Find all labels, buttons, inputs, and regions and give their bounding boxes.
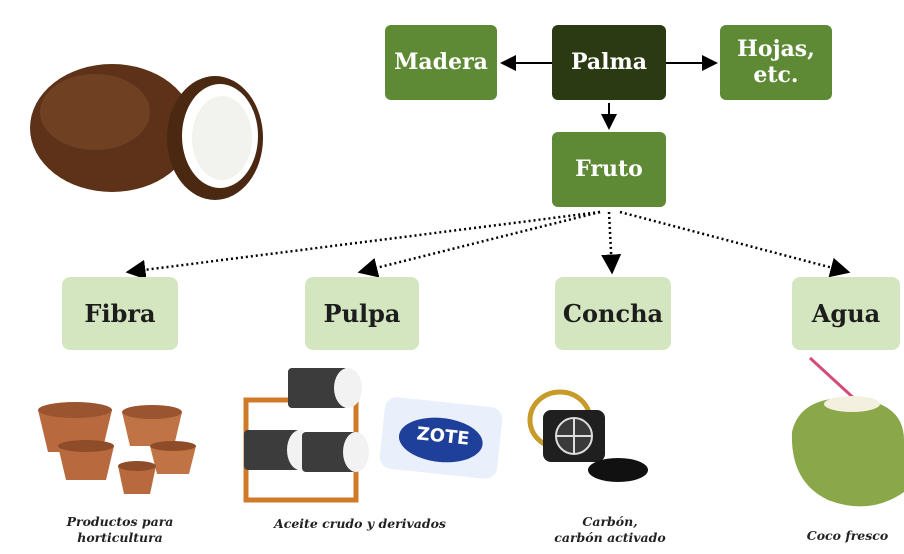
pots-image — [38, 402, 196, 494]
fresh-coconut-image — [791, 356, 904, 507]
dotted-arrow-agua — [619, 210, 851, 278]
caption-fibra: Productos para horticultura — [66, 514, 174, 546]
dotted-arrow-concha — [601, 211, 622, 275]
caption-concha: Carbón, carbón activado — [554, 514, 666, 546]
hojas-box: Hojas, etc. — [720, 25, 832, 100]
pulpa-box: Pulpa — [305, 277, 419, 350]
dotted-arrow-pulpa — [357, 210, 601, 278]
concha-box: Concha — [555, 277, 671, 350]
mask-charcoal-image — [527, 389, 648, 482]
palma-box: Palma — [552, 25, 666, 100]
fibra-box: Fibra — [62, 277, 178, 350]
madera-box: Madera — [385, 25, 497, 100]
soap-image — [379, 397, 503, 479]
fruto-box: Fruto — [552, 132, 666, 207]
barrels-image — [243, 368, 369, 503]
agua-box: Agua — [792, 277, 900, 350]
caption-pulpa: Aceite crudo y derivados — [274, 516, 446, 531]
dotted-arrow-fibra — [125, 210, 601, 280]
caption-agua: Coco fresco — [806, 528, 889, 543]
